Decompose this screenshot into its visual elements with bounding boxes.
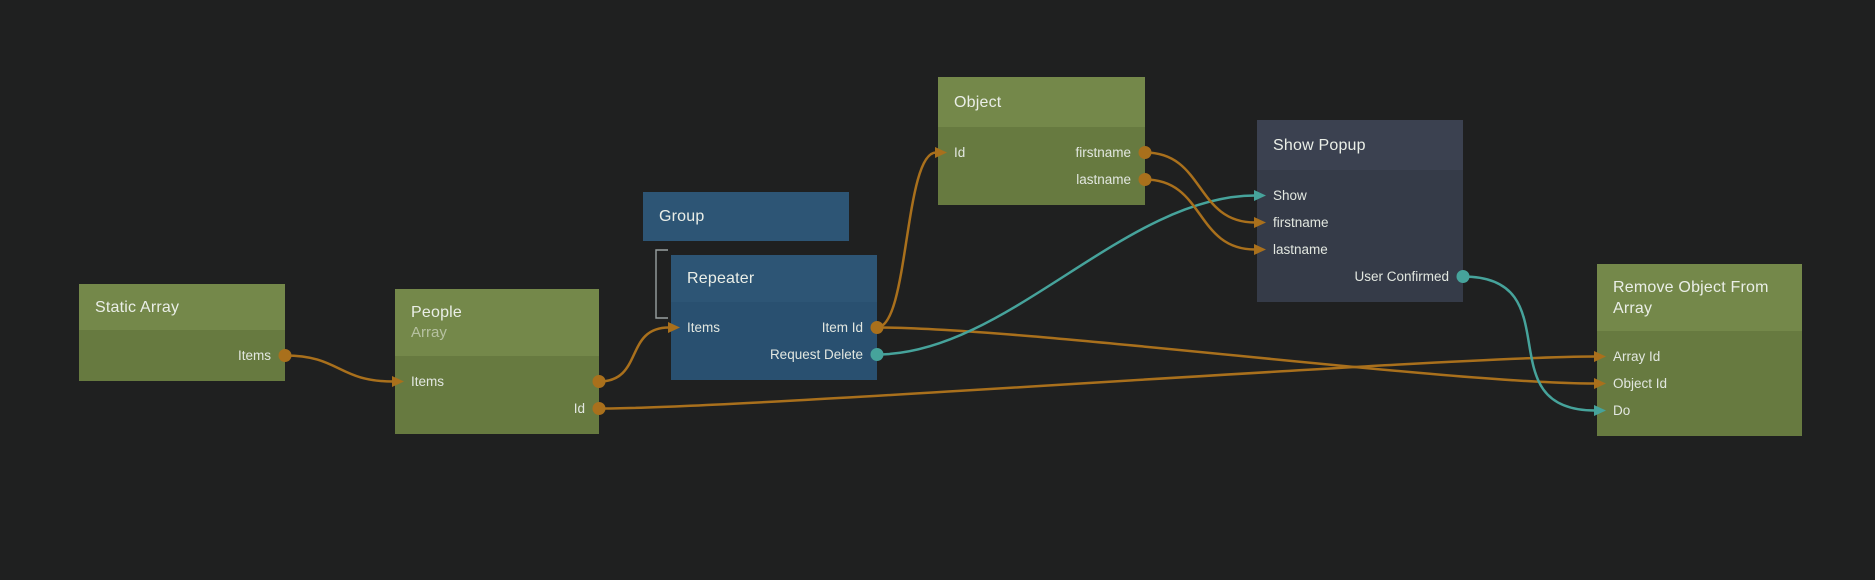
node-body: Array Id Object Id Do: [1597, 331, 1802, 436]
wire-object.1-to-show-popup.2[interactable]: [1143, 178, 1257, 251]
input-port-do[interactable]: Do: [1613, 403, 1631, 418]
input-port-lastname[interactable]: lastname: [1273, 242, 1328, 257]
input-port-object-id[interactable]: Object Id: [1613, 376, 1668, 391]
node-header[interactable]: Repeater: [671, 255, 877, 302]
port-row: lastname: [938, 166, 1145, 193]
output-port-items[interactable]: Items: [237, 348, 271, 363]
node-header[interactable]: Static Array: [79, 284, 285, 330]
output-port-item-id[interactable]: Item Id: [821, 320, 863, 335]
node-subtitle: Array: [411, 324, 447, 341]
wire-object.0-to-show-popup.1[interactable]: [1143, 151, 1257, 224]
port-row: Items Item Id: [671, 314, 877, 341]
output-port-id[interactable]: Id: [573, 401, 585, 416]
node-title: People: [411, 304, 463, 321]
node-header[interactable]: Object: [938, 77, 1145, 127]
input-port-id[interactable]: Id: [954, 145, 966, 160]
node-title: Group: [659, 208, 705, 225]
input-port-items[interactable]: Items: [687, 320, 721, 335]
port-row: Items: [79, 342, 285, 369]
node-group[interactable]: Group: [643, 192, 849, 241]
port-row: User Confirmed: [1257, 263, 1463, 290]
node-header[interactable]: Group: [643, 192, 849, 241]
node-header[interactable]: Remove Object From Array: [1597, 264, 1802, 331]
wire-static-array.0-to-people.0[interactable]: [283, 354, 395, 383]
node-title: Static Array: [95, 298, 180, 316]
node-title: Repeater: [687, 270, 755, 287]
output-port-firstname[interactable]: firstname: [1075, 145, 1131, 160]
node-header[interactable]: Show Popup: [1257, 120, 1463, 170]
port-row: Items: [395, 368, 599, 395]
input-port-items[interactable]: Items: [411, 374, 445, 389]
node-body: Items Item Id Request Delete: [671, 302, 877, 380]
node-body: Id firstname lastname: [938, 127, 1145, 205]
input-port-show[interactable]: Show: [1273, 188, 1307, 203]
port-row: firstname: [1257, 209, 1463, 236]
port-row: Object Id: [1597, 370, 1802, 397]
child-link-group-repeater: [655, 249, 668, 319]
input-port-array-id[interactable]: Array Id: [1613, 349, 1661, 364]
wire-show-popup.3-to-remove-object-from-array.2[interactable]: [1461, 275, 1597, 412]
port-row: lastname: [1257, 236, 1463, 263]
wire-repeater.0-to-remove-object-from-array.1[interactable]: [875, 326, 1597, 385]
port-row: Request Delete: [671, 341, 877, 368]
output-port-user-confirmed[interactable]: User Confirmed: [1354, 269, 1449, 284]
wire-repeater.1-to-show-popup.0[interactable]: [875, 194, 1257, 356]
port-row: Array Id: [1597, 343, 1802, 370]
output-port-request-delete[interactable]: Request Delete: [769, 347, 863, 362]
node-title: Show Popup: [1273, 136, 1366, 154]
output-port-lastname[interactable]: lastname: [1076, 172, 1131, 187]
wire-repeater.0-to-object.0[interactable]: [875, 151, 938, 329]
port-row: Id: [395, 395, 599, 422]
node-title: Object: [954, 93, 1002, 111]
port-row: Id firstname: [938, 139, 1145, 166]
node-body: Items: [79, 330, 285, 381]
node-title: Remove Object From Array: [1613, 278, 1769, 317]
wire-people.0-to-repeater.0[interactable]: [597, 326, 671, 383]
port-row: Show: [1257, 182, 1463, 209]
port-row: Do: [1597, 397, 1802, 424]
input-port-firstname[interactable]: firstname: [1273, 215, 1329, 230]
